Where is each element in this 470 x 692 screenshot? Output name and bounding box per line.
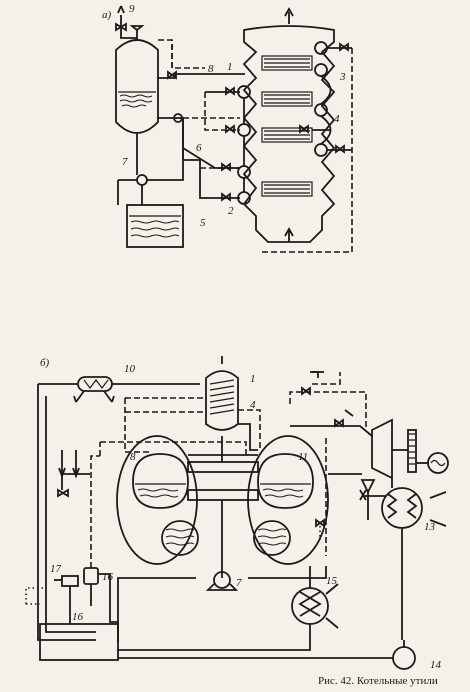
left-main-line [37,384,96,641]
label-b-16: 16 [72,611,84,623]
right-branch-lines-b [117,438,362,642]
figure-caption: Рис. 42. Котельные утили [318,675,438,687]
generator [392,429,449,474]
coil-sections [261,55,313,197]
boiler-casing [242,7,336,243]
valve-block-17 [25,575,79,624]
label-b-13: 14 [430,659,442,671]
label-b-8: 8 [130,451,136,463]
right-connections-a [243,42,353,253]
label-b-14: 15 [326,575,338,587]
diagram-a [115,5,353,253]
label-b-12: 13 [424,521,436,533]
label-b-4: 4 [250,399,256,411]
label-b-7: 7 [236,577,242,589]
label-a-1: 1 [227,61,233,73]
left-inner-line [45,396,96,633]
label-a-8: 8 [208,63,214,75]
central-piping-b [100,397,261,578]
pump-7-b [205,571,239,591]
ejector [360,479,376,495]
label-b-1: 1 [250,373,256,385]
heat-exchanger-1 [205,356,239,448]
label-a-5: 5 [200,217,206,229]
labels-a: а) 9 8 1 3 4 6 7 2 5 [102,3,346,229]
label-b-10: 10 [124,363,136,375]
steam-outlet-dashed [158,39,205,69]
tank-16 [39,623,119,661]
label-b-15: 16 [102,571,114,583]
label-diagram-a: а) [102,9,112,21]
label-a-7: 7 [122,156,128,168]
feed-tank-5 [126,204,184,248]
superheater-10 [73,376,115,403]
labels-b: б) 10 1 4 8 11 7 13 14 15 16 16 17 [40,357,442,671]
drum-11-lower [253,520,291,556]
label-a-2: 2 [228,205,234,217]
line-valves-a [167,70,235,202]
valve-9 [115,5,145,39]
label-a-4: 4 [334,113,340,125]
label-a-6: 6 [196,142,202,154]
label-a-9: 9 [129,3,135,15]
inlet-arrows-b [57,442,101,498]
label-b-17: 17 [50,563,62,575]
condenser-12 [359,478,447,640]
heater-14 [118,566,339,651]
deaerator-15 [83,455,118,623]
label-diagram-b: б) [40,357,50,369]
pump-13 [118,640,416,670]
drum-8-lower [161,520,199,556]
label-b-11: 11 [298,451,308,463]
label-a-3: 3 [339,71,346,83]
separator-drum [115,30,159,168]
pump-7 [117,148,184,205]
header-nodes [237,41,328,205]
diagram-b [25,356,449,670]
